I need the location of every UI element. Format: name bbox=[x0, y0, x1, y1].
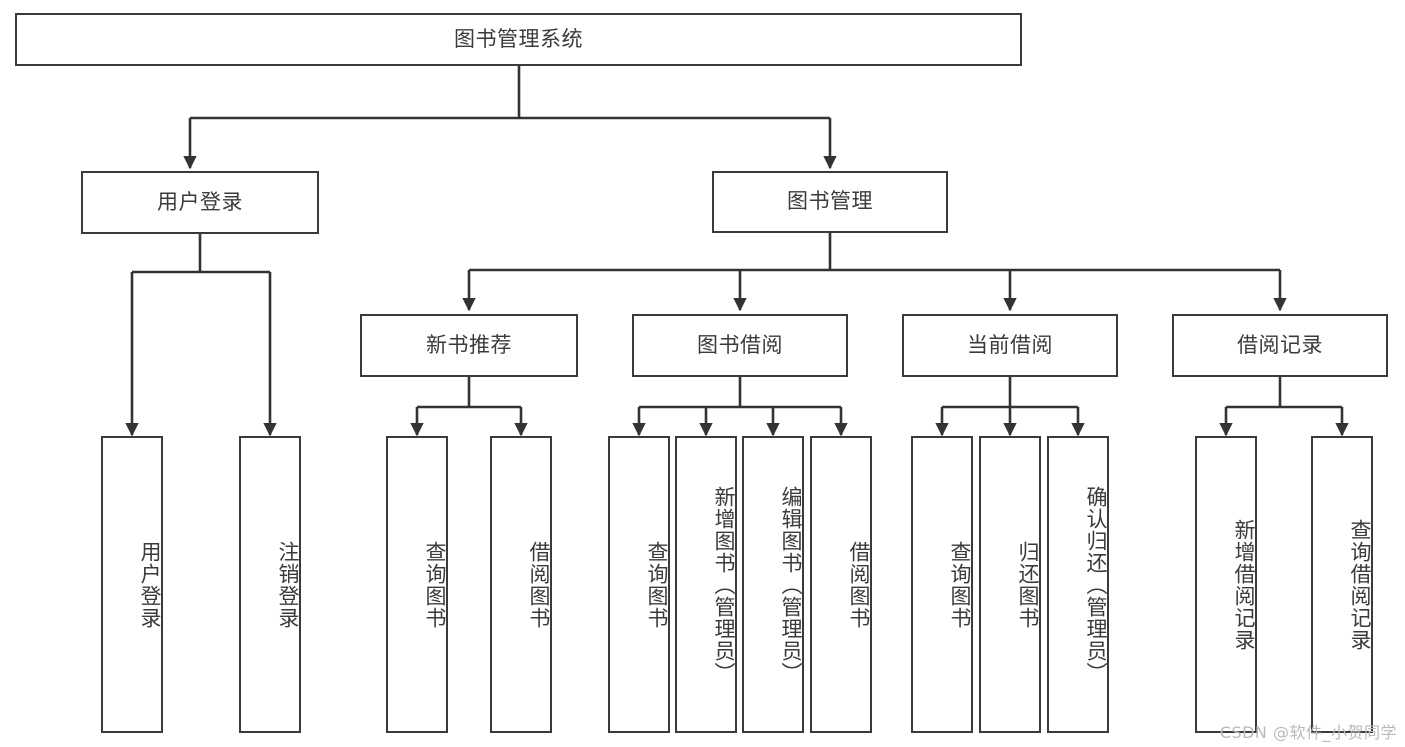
node-root[interactable]: 图书管理系统 bbox=[15, 13, 1022, 66]
node-leaf-record-query-label: 查询借阅记录 bbox=[1348, 518, 1372, 651]
node-leaf-newbook-borrow[interactable]: 借阅图书 bbox=[490, 436, 552, 733]
node-leaf-newbook-borrow-label: 借阅图书 bbox=[527, 540, 551, 629]
node-book-management[interactable]: 图书管理 bbox=[712, 171, 948, 233]
node-leaf-user-logout-label: 注销登录 bbox=[276, 540, 300, 629]
node-leaf-borrow-edit[interactable]: 编辑图书（管理员） bbox=[742, 436, 804, 733]
node-new-book-recommend-label: 新书推荐 bbox=[426, 332, 512, 357]
node-current-borrow[interactable]: 当前借阅 bbox=[902, 314, 1118, 377]
node-book-borrow[interactable]: 图书借阅 bbox=[632, 314, 848, 377]
node-book-management-label: 图书管理 bbox=[787, 189, 873, 214]
node-leaf-borrow-add[interactable]: 新增图书（管理员） bbox=[675, 436, 737, 733]
node-leaf-record-query[interactable]: 查询借阅记录 bbox=[1311, 436, 1373, 733]
node-leaf-borrow-query-label: 查询图书 bbox=[645, 540, 669, 629]
node-book-borrow-label: 图书借阅 bbox=[697, 332, 783, 357]
node-leaf-current-return-label: 归还图书 bbox=[1016, 540, 1040, 629]
node-root-label: 图书管理系统 bbox=[454, 26, 583, 51]
node-leaf-current-query[interactable]: 查询图书 bbox=[911, 436, 973, 733]
node-leaf-record-add-label: 新增借阅记录 bbox=[1232, 518, 1256, 651]
node-leaf-borrow-query[interactable]: 查询图书 bbox=[608, 436, 670, 733]
node-current-borrow-label: 当前借阅 bbox=[967, 332, 1053, 357]
node-leaf-user-logout[interactable]: 注销登录 bbox=[239, 436, 301, 733]
node-new-book-recommend[interactable]: 新书推荐 bbox=[360, 314, 578, 377]
node-leaf-current-return[interactable]: 归还图书 bbox=[979, 436, 1041, 733]
node-leaf-user-login[interactable]: 用户登录 bbox=[101, 436, 163, 733]
node-leaf-current-confirm[interactable]: 确认归还（管理员） bbox=[1047, 436, 1109, 733]
node-leaf-newbook-query[interactable]: 查询图书 bbox=[386, 436, 448, 733]
node-borrow-record-label: 借阅记录 bbox=[1237, 332, 1323, 357]
node-user-login-label: 用户登录 bbox=[157, 189, 243, 214]
node-leaf-borrow-book[interactable]: 借阅图书 bbox=[810, 436, 872, 733]
node-user-login[interactable]: 用户登录 bbox=[81, 171, 319, 234]
node-leaf-borrow-add-label: 新增图书（管理员） bbox=[712, 485, 736, 684]
node-leaf-user-login-label: 用户登录 bbox=[138, 540, 162, 629]
node-leaf-borrow-book-label: 借阅图书 bbox=[847, 540, 871, 629]
node-leaf-newbook-query-label: 查询图书 bbox=[423, 540, 447, 629]
node-leaf-current-query-label: 查询图书 bbox=[948, 540, 972, 629]
node-leaf-borrow-edit-label: 编辑图书（管理员） bbox=[779, 485, 803, 684]
node-borrow-record[interactable]: 借阅记录 bbox=[1172, 314, 1388, 377]
node-leaf-current-confirm-label: 确认归还（管理员） bbox=[1084, 485, 1108, 684]
node-leaf-record-add[interactable]: 新增借阅记录 bbox=[1195, 436, 1257, 733]
